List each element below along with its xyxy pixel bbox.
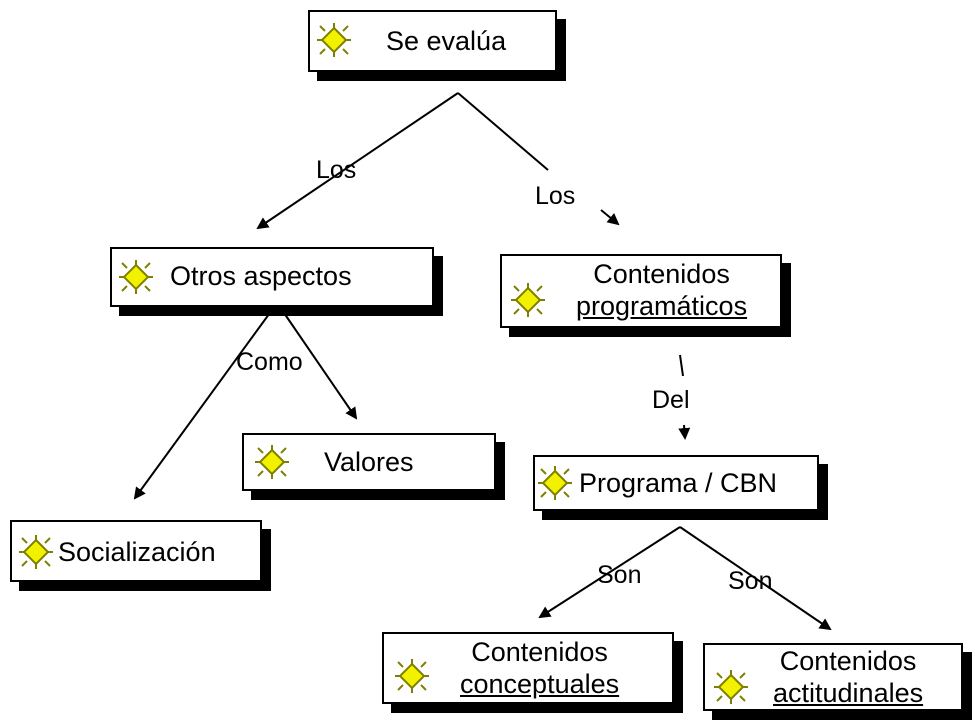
- node-label: Contenidos programáticos: [576, 258, 747, 322]
- node-contenidos-conceptuales: Contenidos conceptuales: [382, 632, 683, 713]
- edge-programa-conceptuales: [538, 526, 681, 619]
- link-label-del: Del: [652, 386, 690, 414]
- link-label-son-right: Son: [728, 567, 773, 595]
- node-label-line2: actitudinales: [773, 678, 924, 708]
- edge-otros-socializacion: [133, 309, 273, 500]
- node-label: Valores: [324, 447, 414, 477]
- edge-contenidos-programa-top: [679, 354, 684, 377]
- edge-contenidos-programa-tip: [678, 424, 691, 440]
- sparkle-icon: [395, 659, 429, 693]
- sparkle-icon: [19, 535, 53, 569]
- node-label: Contenidos actitudinales: [773, 645, 923, 709]
- node-label-line1: Contenidos: [471, 637, 608, 667]
- node-label: Otros aspectos: [170, 261, 352, 291]
- node-label-line1: Contenidos: [593, 259, 730, 289]
- sparkle-icon: [255, 445, 289, 479]
- node-label-line2: conceptuales: [460, 669, 620, 699]
- node-contenidos-programaticos: Contenidos programáticos: [500, 254, 791, 337]
- node-label-line1: Contenidos: [779, 646, 917, 676]
- link-label-los-left: Los: [316, 156, 357, 184]
- node-label: Contenidos conceptuales: [460, 636, 619, 700]
- edge-root-contenidos: [457, 92, 549, 171]
- node-label-line2: programáticos: [576, 291, 748, 321]
- edge-otros-valores: [281, 309, 358, 420]
- sparkle-icon: [538, 466, 572, 500]
- node-valores: Valores: [242, 433, 505, 500]
- sparkle-icon: [714, 670, 748, 704]
- node-label: Programa / CBN: [579, 468, 778, 498]
- link-label-los-right: Los: [535, 182, 576, 210]
- sparkle-icon: [511, 283, 545, 317]
- link-label-son-left: Son: [597, 561, 642, 589]
- node-label: Se evalúa: [386, 26, 507, 56]
- sparkle-icon: [317, 23, 351, 57]
- sparkle-icon: [119, 260, 153, 294]
- link-label-como: Como: [236, 348, 303, 376]
- node-otros-aspectos: Otros aspectos: [110, 247, 443, 316]
- node-socializacion: Socialización: [10, 520, 271, 591]
- node-se-evalua: Se evalúa: [308, 10, 566, 81]
- node-label: Socialización: [58, 537, 216, 567]
- edge-programa-actitudinales: [679, 526, 832, 631]
- node-contenidos-actitudinales: Contenidos actitudinales: [703, 643, 972, 720]
- node-programa-cbn: Programa / CBN: [533, 455, 828, 520]
- edge-root-otros: [256, 92, 459, 230]
- edge-root-contenidos-tip: [600, 209, 620, 226]
